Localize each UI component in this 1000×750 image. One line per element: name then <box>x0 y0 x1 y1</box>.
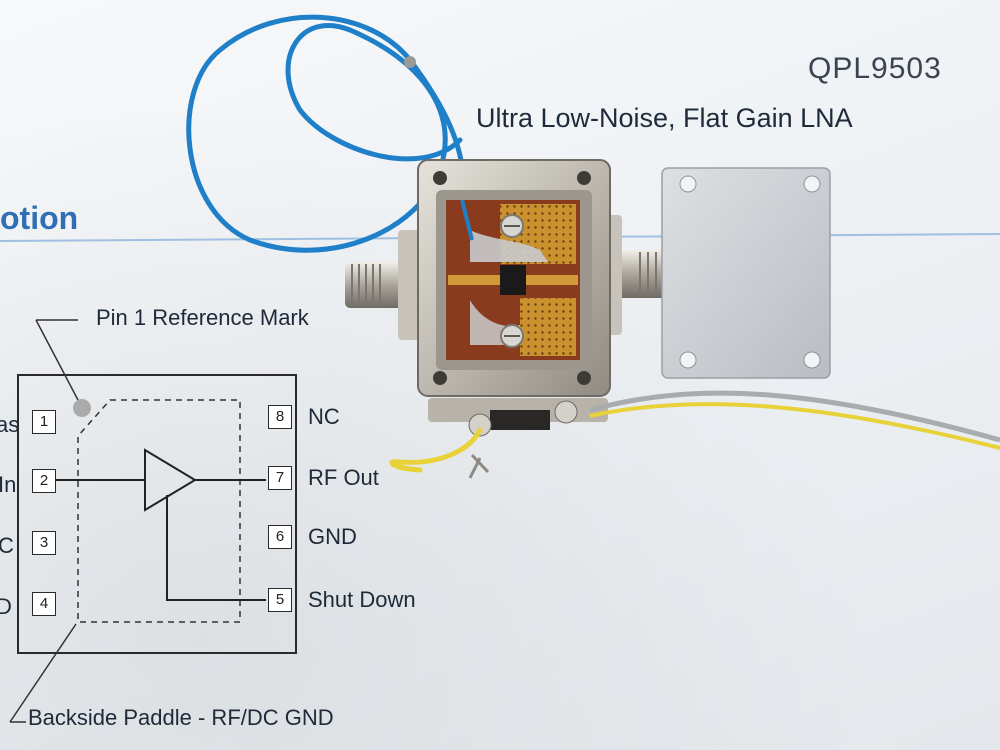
aluminum-lid <box>661 167 831 379</box>
yellow-wire-left <box>389 427 483 473</box>
lid-hole-tl <box>679 175 697 193</box>
pin-5-box: 5 <box>268 588 292 612</box>
solder-lead <box>468 453 490 479</box>
yellow-wire-right <box>589 402 1000 450</box>
backside-paddle-outline <box>77 399 241 623</box>
pin-1-box: 1 <box>32 410 56 434</box>
blue-wire-solder-joint <box>404 56 416 68</box>
pin-2-label: In <box>0 472 17 497</box>
dc-feedthrough-body <box>490 410 550 430</box>
lna-chip <box>500 265 526 295</box>
housing-hole-tr <box>577 171 591 185</box>
left-mount-flange <box>398 230 420 340</box>
pin-7-box: 7 <box>268 466 292 490</box>
housing-hole-br <box>577 371 591 385</box>
pin1-leader-diagonal <box>35 319 79 401</box>
pin-5-label: Shut Down <box>308 587 416 612</box>
backside-paddle-label: Backside Paddle - RF/DC GND <box>28 705 334 730</box>
housing-hole-bl <box>433 371 447 385</box>
shutdown-trace <box>166 495 266 601</box>
pcb-via-field-bottom <box>520 298 576 356</box>
pin-7-label: RF Out <box>308 465 379 490</box>
feedthrough-terminal <box>468 413 492 437</box>
pin-8-box: 8 <box>268 405 292 429</box>
pin-4-box: 4 <box>32 592 56 616</box>
sma-left-threads <box>351 264 381 306</box>
lid-hole-bl <box>679 351 697 369</box>
pin-4-label: D <box>0 594 12 619</box>
blue-wire <box>186 14 466 253</box>
pin1-dot <box>73 399 91 417</box>
pin-2-box: 2 <box>32 469 56 493</box>
pin-3-label: C <box>0 533 14 558</box>
lid-hole-br <box>803 351 821 369</box>
housing-hole-tl <box>433 171 447 185</box>
lid-hole-tr <box>803 175 821 193</box>
gray-wire <box>589 390 1000 443</box>
pin-1-label: as <box>0 412 20 437</box>
pin-6-label: GND <box>308 524 357 549</box>
datasheet-subtitle: Ultra Low-Noise, Flat Gain LNA <box>476 103 853 133</box>
solder-blob-top <box>470 230 548 262</box>
section-heading: otion <box>0 200 79 236</box>
pin-6-box: 6 <box>268 525 292 549</box>
paddle-leader <box>9 623 77 723</box>
package-outline <box>17 374 297 654</box>
sma-connector-left <box>345 262 407 308</box>
pin1-reference-label: Pin 1 Reference Mark <box>96 305 309 330</box>
pin-8-label: NC <box>308 404 340 429</box>
part-number: QPL9503 <box>808 52 942 85</box>
bracket-screw <box>554 400 578 424</box>
blue-wire-entry <box>460 199 474 241</box>
pin-3-box: 3 <box>32 531 56 555</box>
